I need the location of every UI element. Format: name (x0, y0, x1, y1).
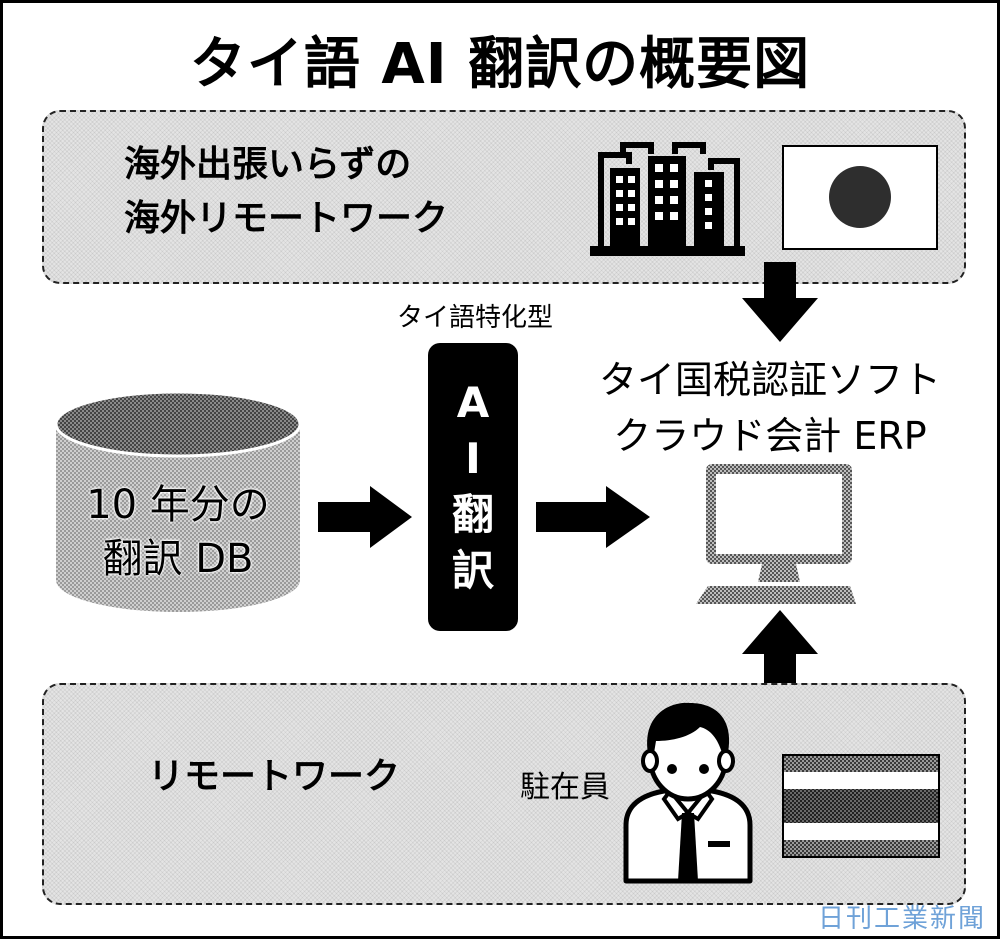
ai-caption: タイ語特化型 (396, 303, 553, 333)
db-line-1: 10 年分の (86, 482, 270, 528)
office-buildings-icon (590, 142, 745, 256)
businessman-icon (623, 702, 753, 884)
erp-line-2: クラウド会計 ERP (613, 414, 927, 458)
database-cylinder-icon (54, 390, 302, 612)
desktop-computer-icon (696, 464, 856, 604)
overseas-remote-work-panel (42, 110, 966, 284)
ai-translation-box: A I 翻 訳 (428, 343, 518, 631)
ai-char-yaku: 訳 (451, 546, 494, 595)
ai-char-a: A (456, 378, 490, 427)
top-panel-line-1: 海外出張いらずの (124, 144, 412, 185)
ai-char-hon: 翻 (451, 490, 494, 539)
expat-label: 駐在員 (520, 770, 610, 805)
top-panel-line-2: 海外リモートワーク (124, 198, 449, 239)
diagram-title: タイ語 AI 翻訳の概要図 (189, 32, 811, 97)
thailand-flag-icon (782, 754, 940, 858)
db-line-2: 翻訳 DB (102, 536, 254, 582)
arrow-up-icon (742, 610, 818, 706)
erp-line-1: タイ国税認証ソフト (598, 358, 941, 402)
arrow-right-icon (536, 486, 650, 548)
arrow-right-icon (318, 486, 412, 548)
remote-work-label: リモートワーク (148, 756, 401, 797)
publisher-credit: 日刊工業新聞 (817, 904, 986, 934)
arrow-down-icon (742, 262, 818, 342)
ai-char-i: I (465, 434, 481, 483)
japan-flag-icon (782, 145, 938, 250)
